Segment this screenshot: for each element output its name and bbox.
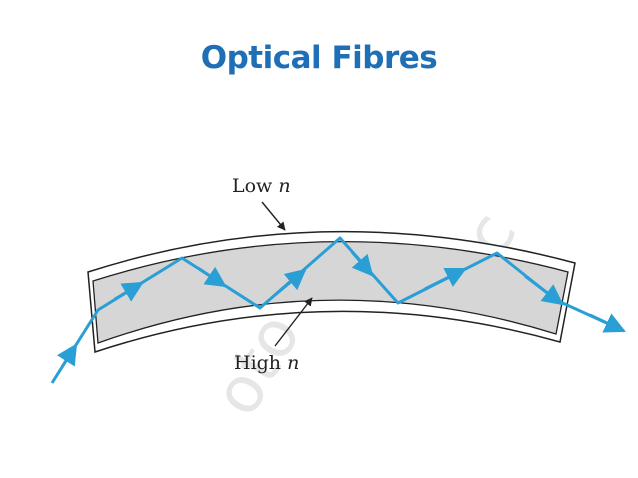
page-title: Optical Fibres	[200, 40, 438, 76]
arrow-icon	[56, 343, 78, 368]
arrow-icon	[197, 266, 227, 288]
pointer-arrow-high-n	[274, 297, 313, 347]
arrow-icon	[350, 251, 374, 277]
arrow-icon	[114, 281, 144, 302]
label-low-n: Low n	[232, 175, 291, 197]
ray-direction-arrows	[56, 251, 626, 368]
arrow-icon	[589, 313, 626, 333]
arrow-icon	[274, 268, 307, 297]
pointer-arrow-low-n	[261, 201, 286, 231]
arrow-icon	[424, 267, 467, 291]
arrow-icon	[524, 274, 564, 306]
label-high-n: High n	[234, 352, 299, 374]
